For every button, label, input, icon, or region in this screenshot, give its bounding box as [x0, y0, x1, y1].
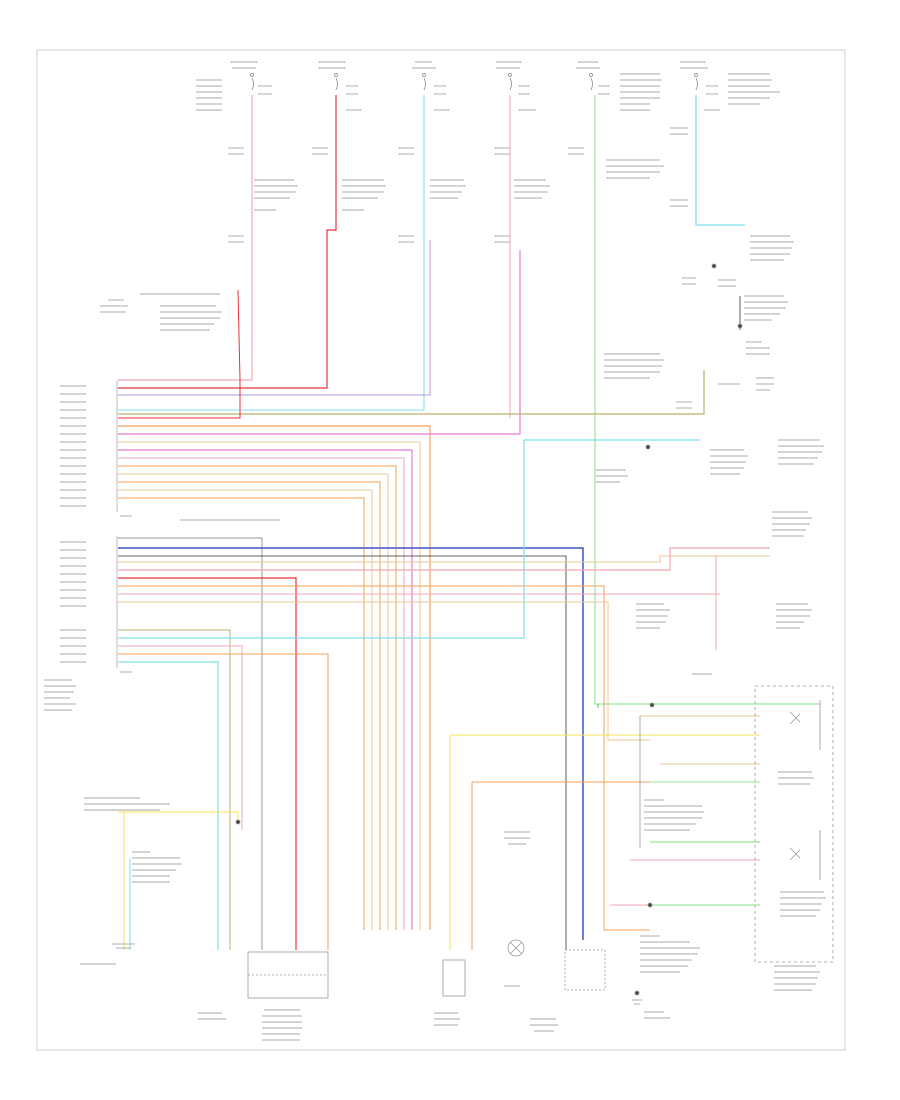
wire-blue-20 — [118, 547, 584, 940]
connector-label-group — [100, 127, 794, 409]
wire-cyan-6 — [695, 95, 745, 226]
wire-orange-16 — [118, 481, 381, 930]
wire-orange-25 — [118, 585, 650, 931]
wire-red-24 — [118, 577, 297, 950]
wire-orange-9 — [118, 425, 431, 930]
wire-tan-15 — [118, 473, 389, 930]
wire-yellow-33 — [118, 811, 239, 822]
wire-tan-17 — [118, 489, 373, 930]
wire-red-8 — [118, 289, 241, 419]
wire-magenta-12 — [118, 449, 413, 930]
wire-pink-23 — [118, 547, 770, 571]
ground-icon — [112, 943, 135, 949]
diagram-border — [36, 49, 846, 1051]
wire-pink-0 — [118, 95, 253, 381]
wire-cyan-32 — [118, 661, 219, 950]
wire-red-1 — [118, 95, 337, 389]
wire-black-21 — [118, 555, 567, 950]
bottom-components — [112, 263, 834, 1005]
wire-pink-13 — [118, 457, 405, 930]
wire-olive-7 — [118, 370, 705, 415]
wire-cyan-2 — [118, 95, 425, 411]
transfer-case-module-box — [754, 685, 834, 963]
module-connector-c2 — [44, 519, 280, 711]
sensor-connector-box — [442, 959, 466, 997]
wire-tan-22 — [118, 555, 770, 563]
bottom-label-group — [80, 439, 826, 1041]
wire-orange-18 — [118, 497, 365, 930]
wire-tan-11 — [118, 441, 421, 930]
wire-cyan-29 — [118, 439, 700, 639]
wire-orange-31 — [118, 653, 329, 950]
wire-magenta-10 — [118, 250, 521, 435]
relay-icon-2 — [789, 847, 801, 861]
wire-light_green-5 — [594, 95, 820, 705]
wire-tan-27 — [118, 601, 650, 741]
wire-violet-3 — [118, 240, 431, 396]
wire-group — [118, 95, 820, 950]
wire-pink-30 — [118, 645, 243, 830]
wire-gray-19 — [118, 537, 263, 950]
wire-olive-28 — [118, 629, 231, 950]
lamp-icon — [507, 939, 525, 957]
fuse-symbols — [250, 73, 698, 91]
relay-icon-1 — [789, 711, 801, 725]
module-connector-c1 — [60, 380, 132, 517]
fuse-label-group — [196, 61, 780, 111]
wire-orange-14 — [118, 465, 397, 930]
switch-box — [564, 949, 606, 991]
